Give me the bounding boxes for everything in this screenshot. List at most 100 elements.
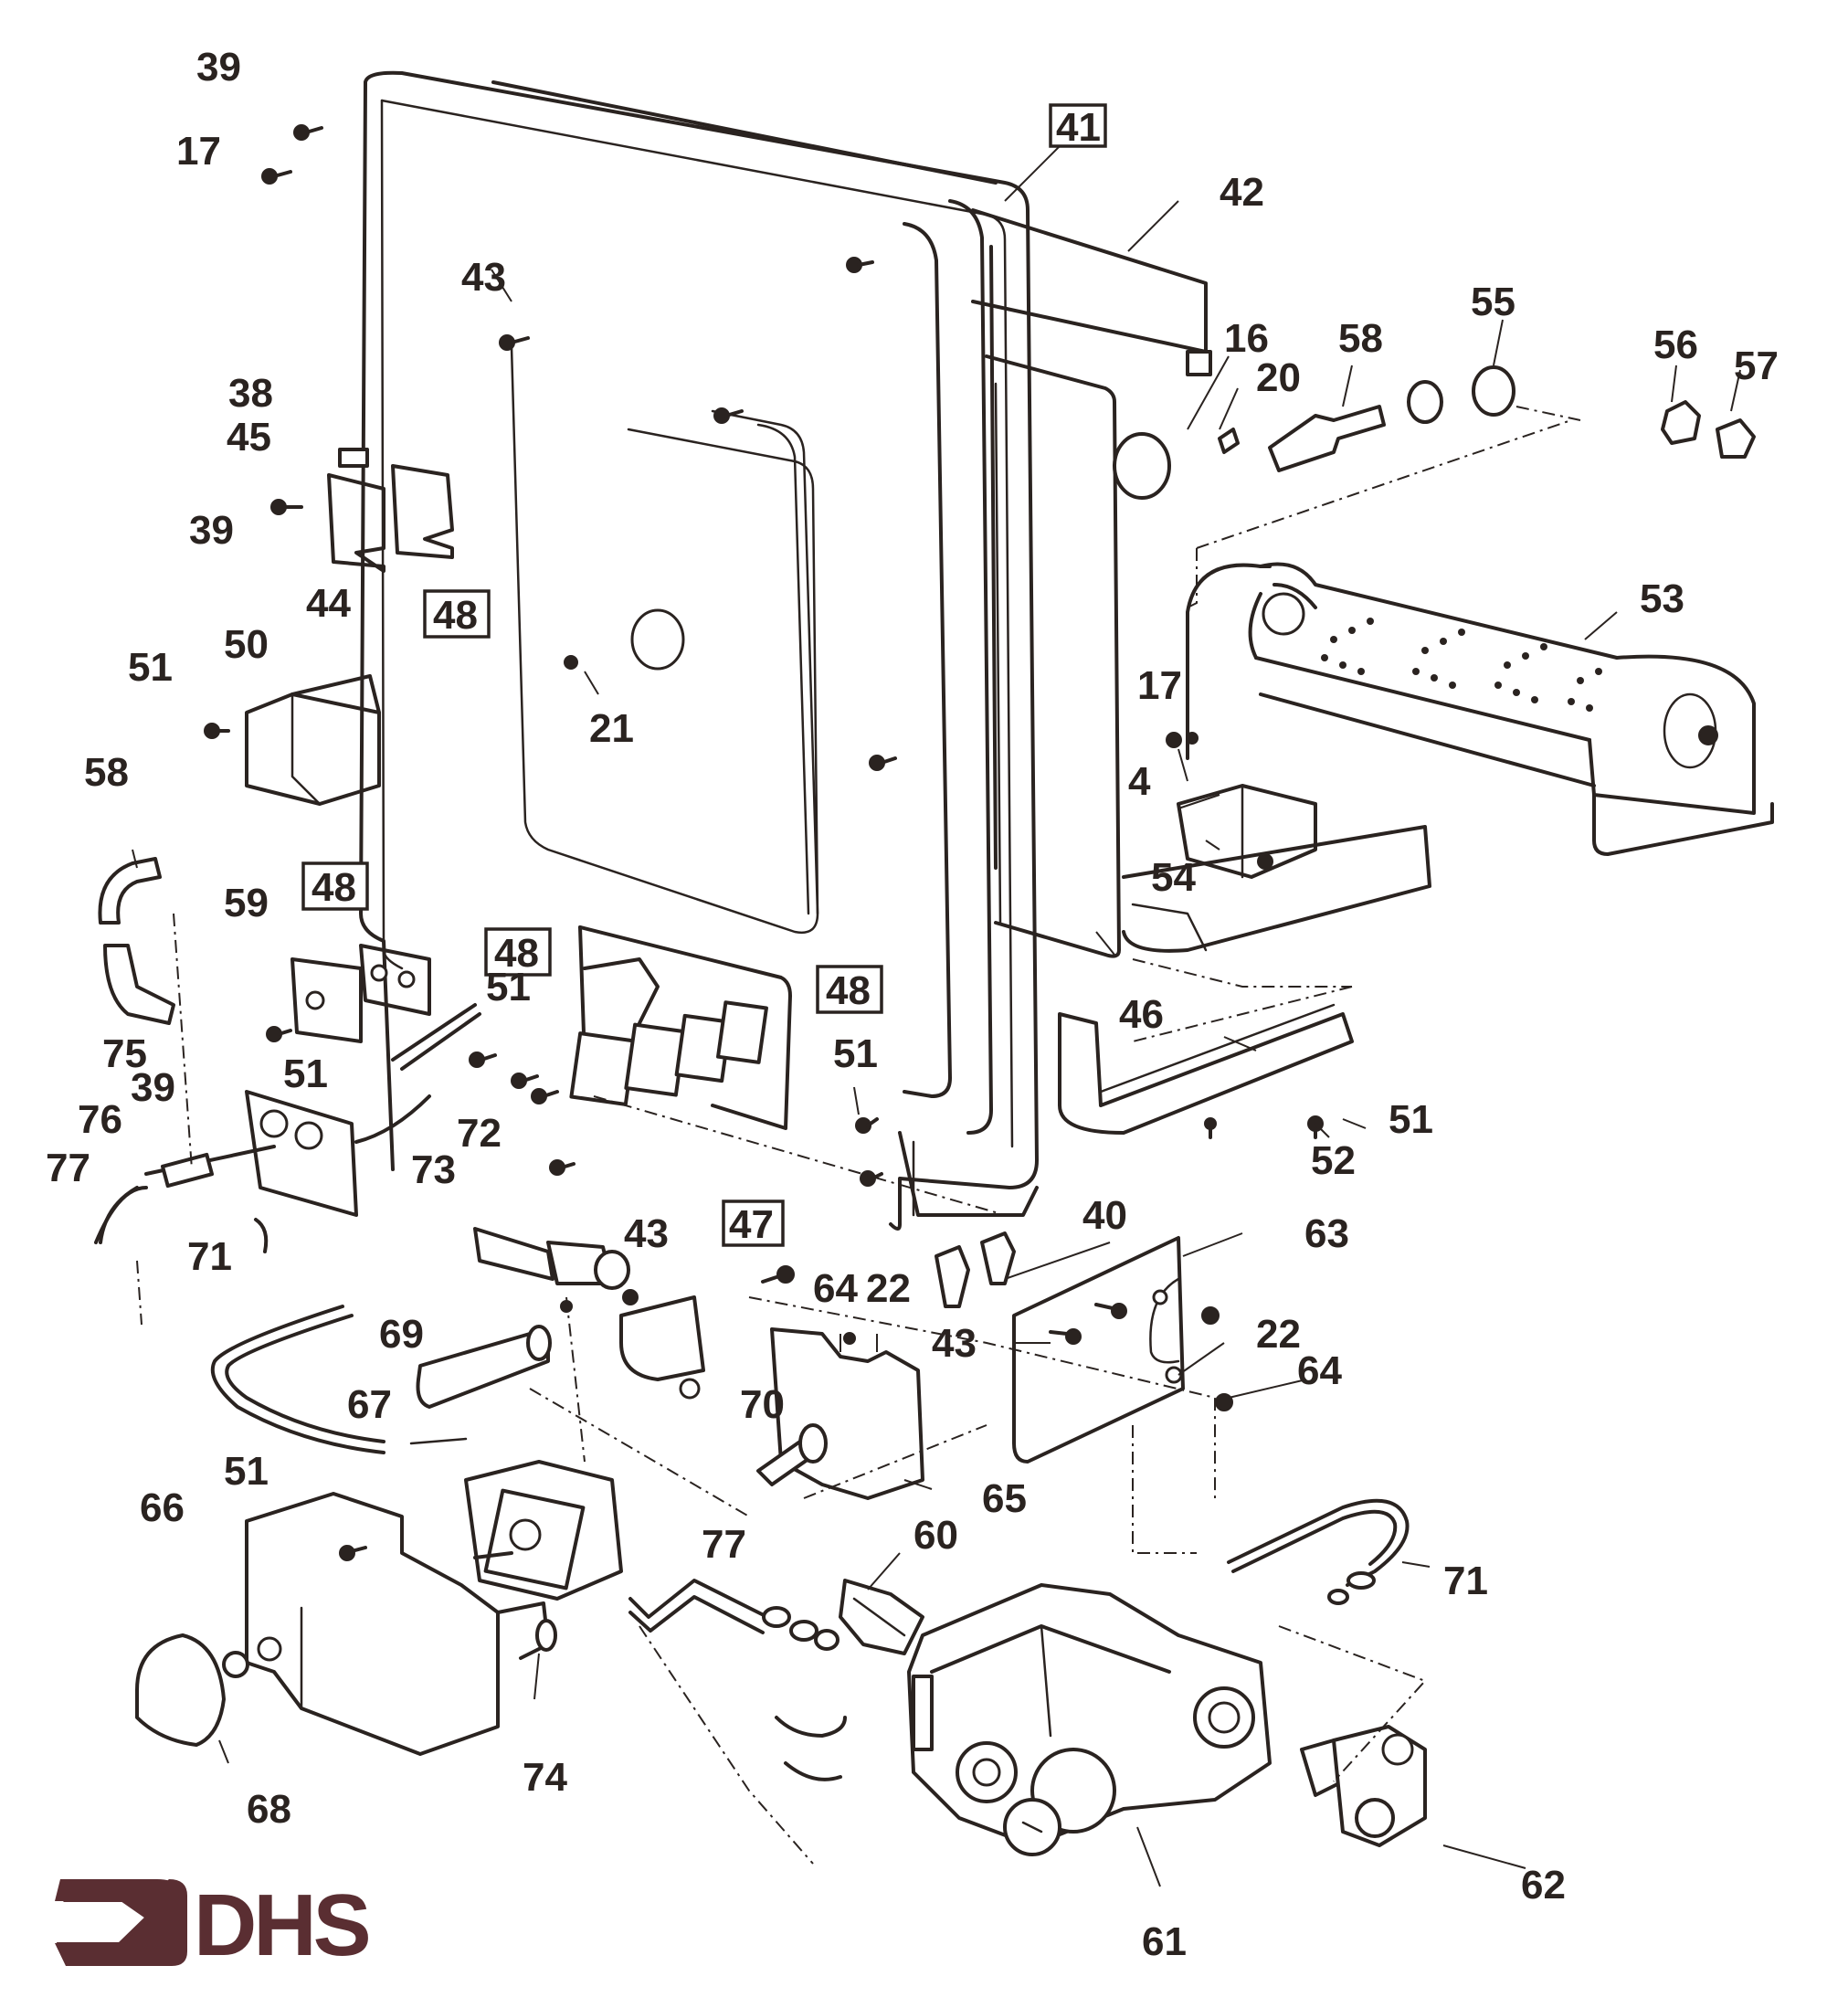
callout-51: 51 <box>833 1031 878 1076</box>
screw-icon <box>1201 1306 1220 1325</box>
screw-icon <box>499 334 530 351</box>
thermocouple-part-71 <box>1227 1498 1410 1605</box>
screw-icon <box>843 1332 856 1345</box>
screw-icon <box>204 723 230 739</box>
control-knob-part-68 <box>135 1633 249 1747</box>
assembly-lines <box>136 406 1581 1865</box>
screw-icon <box>1166 732 1182 748</box>
screw-icon <box>469 1052 497 1068</box>
callout-56: 56 <box>1653 322 1698 367</box>
screw-icon <box>1049 1328 1082 1345</box>
callout-44: 44 <box>306 581 351 626</box>
ignition-lead-part-67 <box>210 1305 468 1454</box>
callout-48: 48 <box>312 865 356 910</box>
union-nut <box>473 1227 630 1290</box>
mounting-plate-part-59 <box>290 944 431 1043</box>
screw-icon <box>261 168 292 185</box>
callout-48-boxed: 48 <box>301 861 369 911</box>
gas-cock-part-62 <box>1300 1725 1427 1847</box>
sight-glass-disc-part-16 <box>1113 432 1171 500</box>
callout-47: 47 <box>729 1202 774 1247</box>
pilot-pipe-part-77 <box>628 1579 847 1781</box>
screw-icon <box>266 1026 292 1042</box>
callout-71: 71 <box>187 1234 232 1279</box>
bracket-part-44 <box>327 448 454 573</box>
callout-4: 4 <box>1128 759 1151 804</box>
sleeve-part-75 <box>103 944 175 1025</box>
callout-69: 69 <box>379 1312 424 1357</box>
electrode-part-72 <box>391 1003 481 1071</box>
grommet-part-74 <box>496 1601 557 1660</box>
injector-fittings <box>1113 365 1756 500</box>
callout-54: 54 <box>1151 855 1196 900</box>
fitting-part-55 <box>1407 380 1443 424</box>
screw-icon <box>1257 853 1273 870</box>
callout-43: 43 <box>624 1211 669 1256</box>
screw-icon <box>846 257 874 273</box>
callout-64: 64 <box>1297 1348 1342 1393</box>
screw-icon <box>1186 732 1199 745</box>
pilot-bracket-part-73 <box>94 1090 431 1253</box>
callout-39: 39 <box>189 508 234 553</box>
callout-16: 16 <box>1224 316 1269 361</box>
callout-76: 76 <box>78 1097 122 1142</box>
callout-72: 72 <box>457 1111 502 1156</box>
insulation-panel-part-46 <box>985 354 1121 958</box>
baffle-part-42 <box>971 208 1212 376</box>
callout-22: 22 <box>866 1266 911 1311</box>
callout-62: 62 <box>1521 1863 1566 1908</box>
support-rail-part-52 <box>1058 1003 1354 1135</box>
callout-74: 74 <box>523 1755 567 1800</box>
screw-icon <box>511 1073 539 1089</box>
callout-61: 61 <box>1142 1919 1187 1964</box>
callout-51: 51 <box>283 1052 328 1096</box>
sleeve-part-58 <box>98 857 162 925</box>
callout-60: 60 <box>913 1513 958 1558</box>
logo-text: DHS <box>194 1876 369 1974</box>
screw-icon <box>1204 1117 1217 1139</box>
inner-plate <box>564 428 819 915</box>
callout-45: 45 <box>227 415 271 460</box>
callout-50: 50 <box>224 622 269 667</box>
callout-20: 20 <box>1256 355 1301 400</box>
bracket-part-65 <box>619 1295 924 1500</box>
callout-51: 51 <box>1389 1097 1433 1142</box>
callout-41-boxed: 41 <box>1049 103 1107 150</box>
dhs-logo: DHS <box>55 1876 373 1974</box>
callout-17: 17 <box>1137 663 1182 708</box>
callout-51: 51 <box>224 1449 269 1494</box>
clip-part-40 <box>935 1231 1016 1308</box>
callout-75: 75 <box>102 1031 147 1076</box>
cover-bracket-part-50 <box>245 674 381 806</box>
thermostat-phial-part-69 <box>416 1325 552 1409</box>
callout-43: 43 <box>932 1321 977 1366</box>
callout-22: 22 <box>1256 1312 1301 1357</box>
callout-58: 58 <box>84 750 129 795</box>
callout-labels: 39 17 41 42 43 16 58 55 20 56 57 38 45 3… <box>46 45 1779 1964</box>
callout-48: 48 <box>826 968 871 1013</box>
screw-icon <box>549 1159 576 1176</box>
callout-55: 55 <box>1471 280 1515 324</box>
screw-icon <box>855 1117 879 1134</box>
screw-icon <box>761 1265 795 1284</box>
callout-42: 42 <box>1220 170 1264 215</box>
callout-53: 53 <box>1640 576 1684 621</box>
callout-65: 65 <box>982 1476 1027 1521</box>
screw-icon <box>622 1289 639 1305</box>
pipe-part-58 <box>1268 405 1386 472</box>
burner-bracket-part-54 <box>1122 784 1431 953</box>
screw-icon <box>339 1545 367 1561</box>
callout-38: 38 <box>228 371 273 416</box>
callout-48: 48 <box>433 593 478 638</box>
screw-icon <box>869 755 897 771</box>
burner-part-53 <box>1186 562 1774 856</box>
callout-64: 64 <box>813 1266 858 1311</box>
control-box-part-66 <box>245 1492 500 1756</box>
callout-39: 39 <box>131 1065 175 1110</box>
callout-67: 67 <box>347 1382 392 1427</box>
callout-48-boxed: 48 <box>816 965 883 1014</box>
screw-part-20 <box>1218 428 1240 454</box>
cap-nut-part-57 <box>1716 418 1756 459</box>
callout-71: 71 <box>1443 1559 1488 1603</box>
